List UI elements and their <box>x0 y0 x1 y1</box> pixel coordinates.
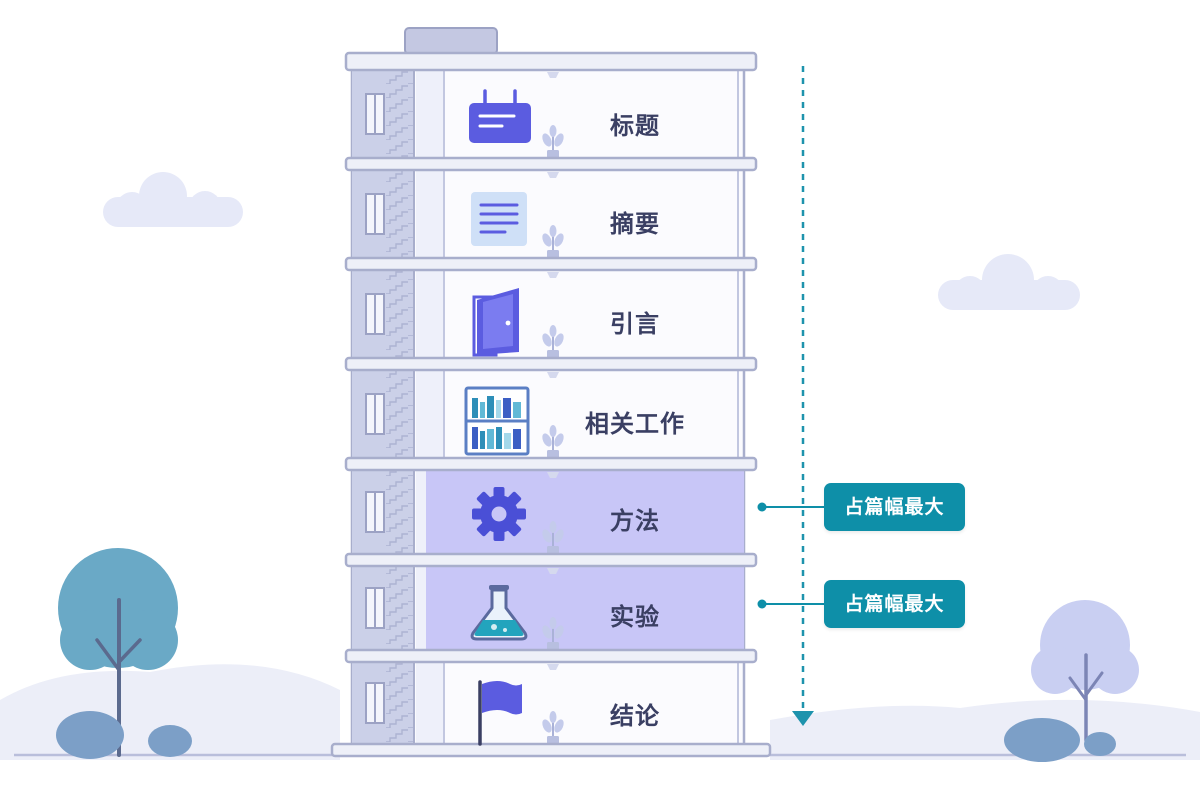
floor-label-method: 方法 <box>610 507 660 535</box>
stair-window-icon <box>365 587 385 629</box>
floor-label-experiment: 实验 <box>610 603 660 631</box>
floor-label-title: 标题 <box>610 112 660 140</box>
ceiling-lamp-icon <box>547 664 559 670</box>
plant-icon <box>542 617 564 650</box>
open-door-icon <box>472 288 519 357</box>
callout-method: 占篇幅最大 <box>824 483 965 531</box>
cloud-left-icon <box>103 172 243 227</box>
ceiling-lamp-icon <box>547 472 559 478</box>
gear-icon <box>472 487 526 541</box>
stair-window-icon <box>365 491 385 533</box>
flask-icon <box>470 585 528 641</box>
bookshelf-icon <box>464 386 530 456</box>
stair-window-icon <box>365 682 385 724</box>
plant-icon <box>542 325 564 358</box>
flag-icon <box>478 680 522 746</box>
title-board-icon <box>469 89 531 143</box>
floor-plants <box>542 125 564 744</box>
plant-icon <box>542 425 564 458</box>
tree-left-icon <box>56 548 192 759</box>
callout-connector-experiment <box>757 599 825 609</box>
stair-window-icon <box>365 393 385 435</box>
ceiling-lamp-icon <box>547 72 559 78</box>
ceiling-lamps <box>547 72 559 670</box>
plant-icon <box>542 125 564 158</box>
cloud-right-icon <box>938 254 1080 310</box>
ceiling-lamp-icon <box>547 568 559 574</box>
roof-unit <box>404 27 498 55</box>
floor-label-introduction: 引言 <box>610 310 660 338</box>
plant-icon <box>542 225 564 258</box>
ceiling-lamp-icon <box>547 272 559 278</box>
tree-right-icon <box>1004 600 1139 762</box>
callout-experiment: 占篇幅最大 <box>824 580 965 628</box>
stair-window-icon <box>365 293 385 335</box>
callout-connector-method <box>757 502 825 512</box>
document-lines-icon <box>471 192 527 246</box>
floor-label-related-work: 相关工作 <box>585 410 685 438</box>
floor-label-conclusion: 结论 <box>610 702 660 730</box>
stair-window-icon <box>365 93 385 135</box>
flow-arrow-head-icon <box>792 711 814 726</box>
ceiling-lamp-icon <box>547 172 559 178</box>
floor-slabs <box>330 51 772 758</box>
stair-window-icon <box>365 193 385 235</box>
ceiling-lamp-icon <box>547 372 559 378</box>
background-hill-right <box>770 699 1200 760</box>
stair-windows <box>365 93 385 724</box>
plant-icon <box>542 521 564 554</box>
plant-icon <box>542 711 564 744</box>
floor-label-abstract: 摘要 <box>610 210 660 238</box>
